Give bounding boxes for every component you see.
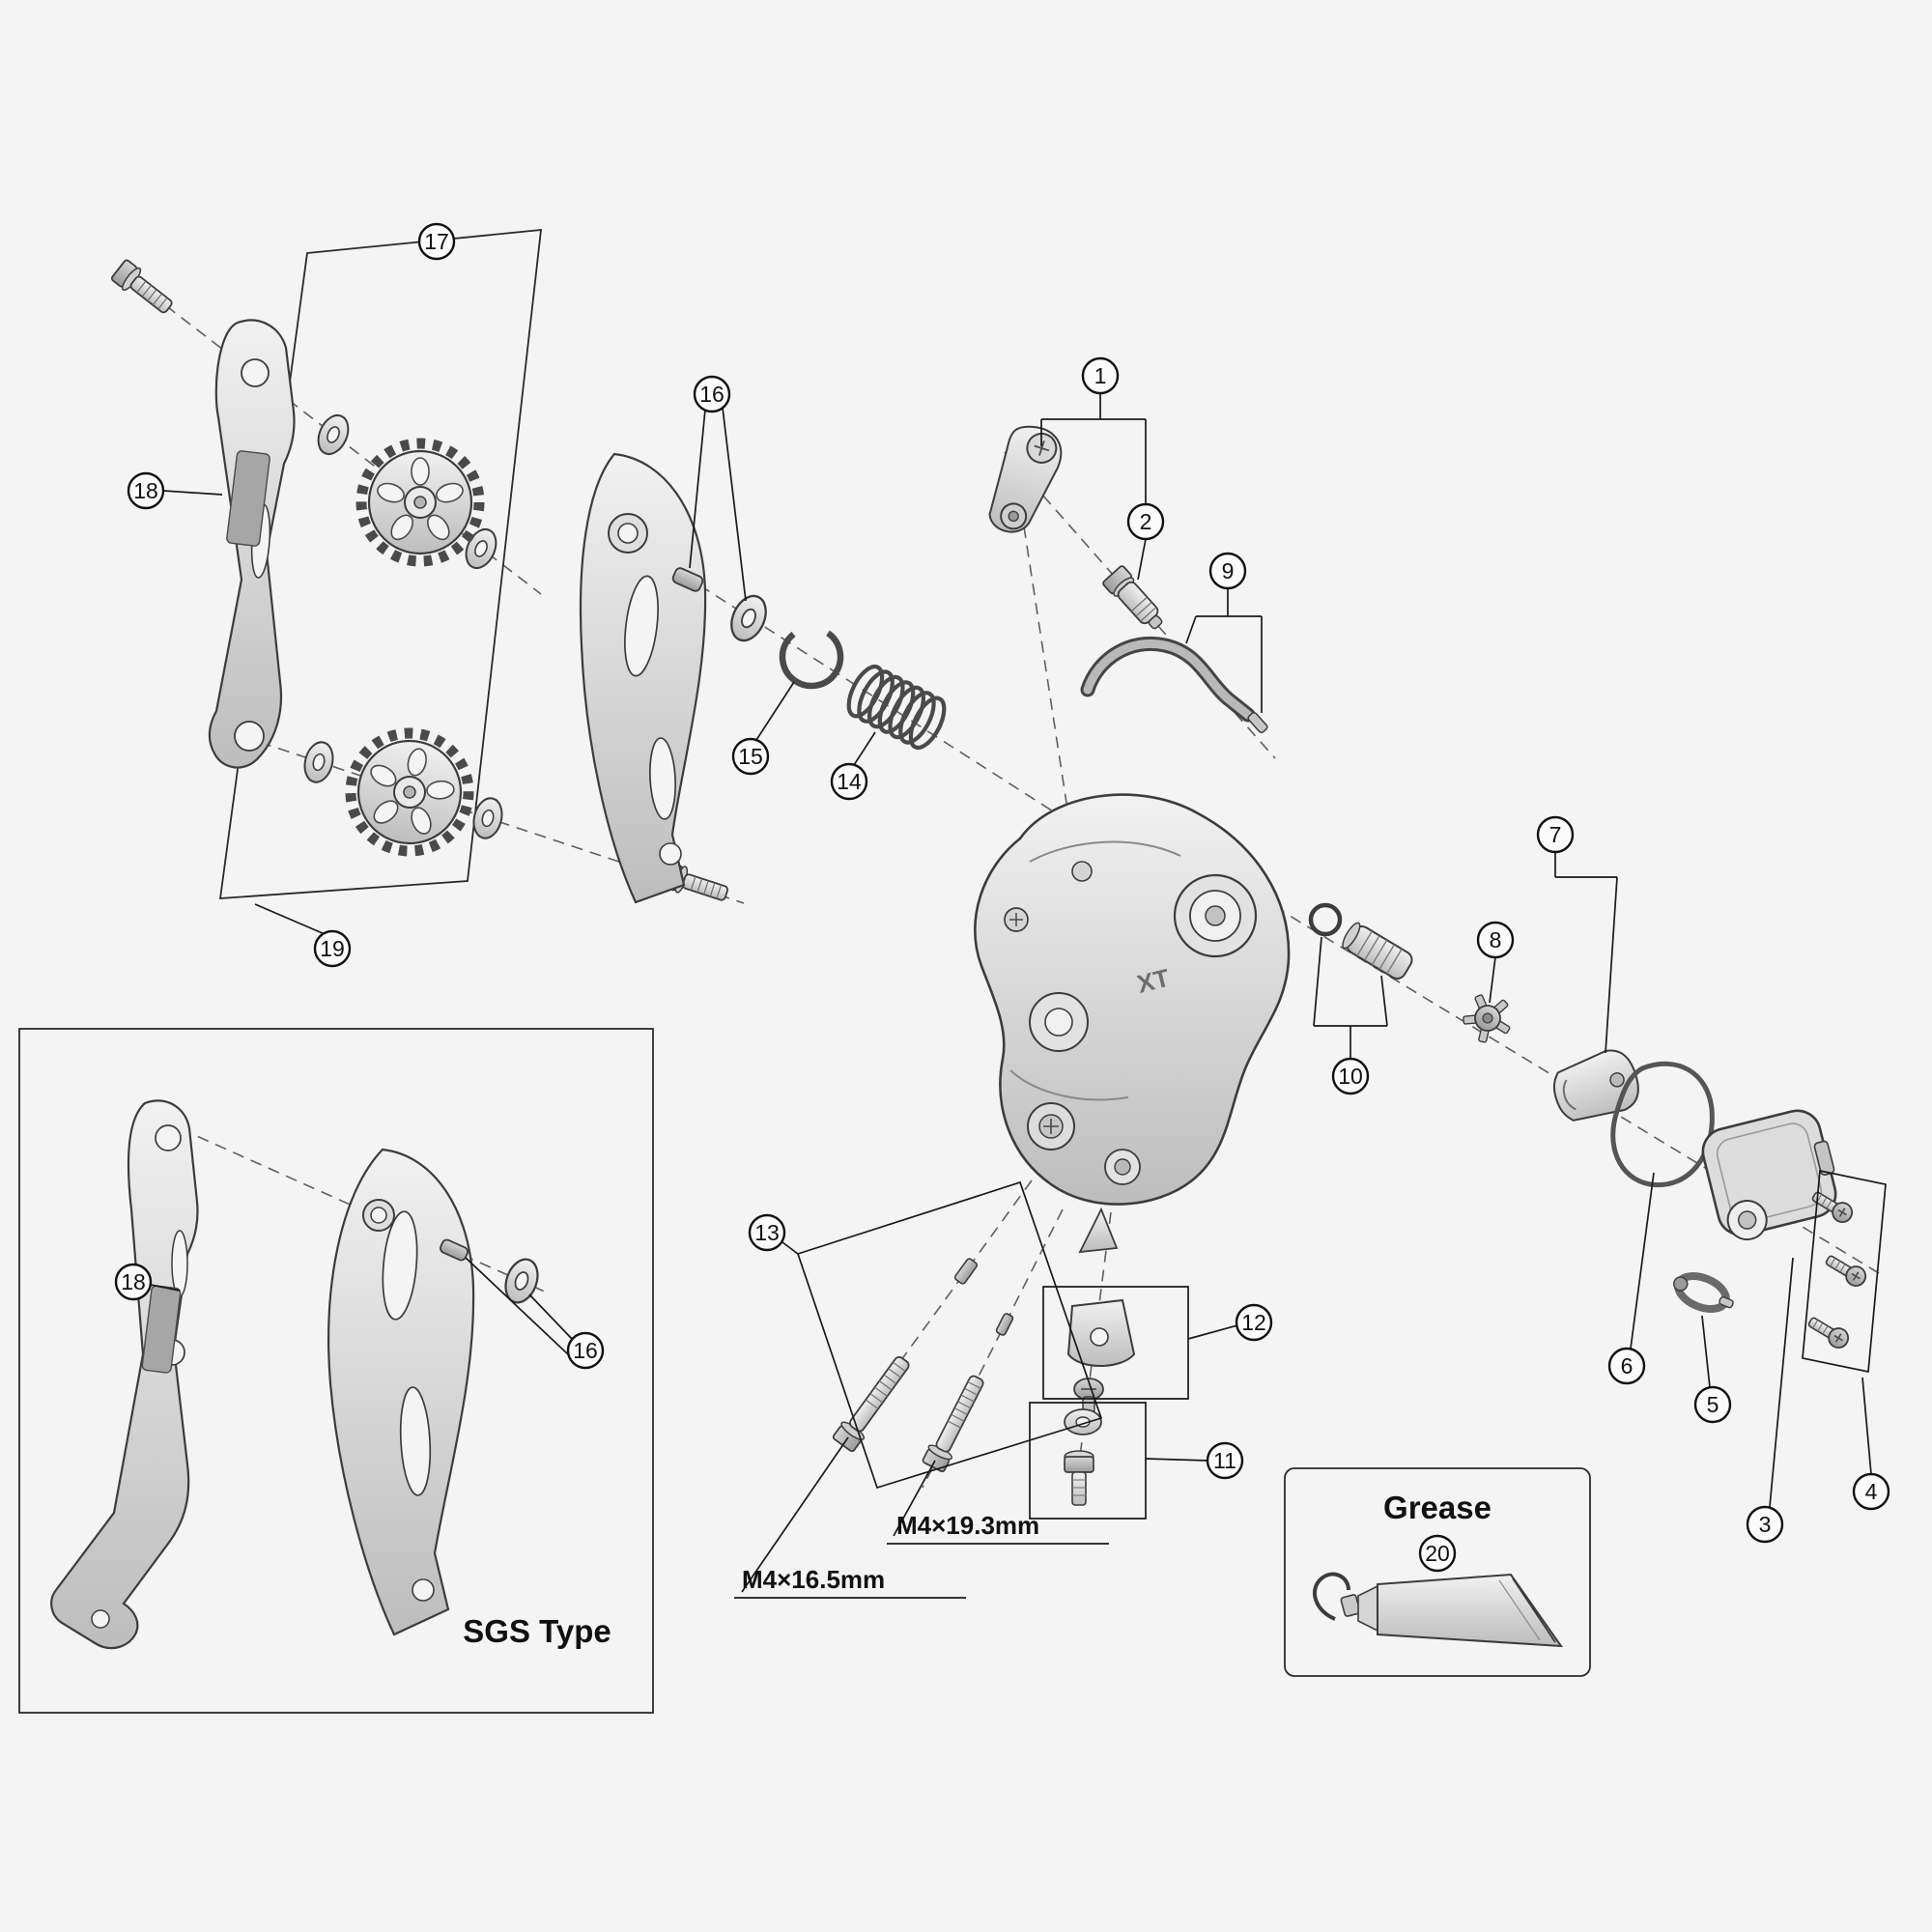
callout-13: 13 xyxy=(748,1213,786,1252)
svg-text:20: 20 xyxy=(1425,1541,1450,1566)
sgs-type-box xyxy=(18,1028,654,1714)
grease-box xyxy=(1284,1467,1591,1677)
cage-stopper-pin-sgs xyxy=(440,1238,469,1262)
grease-tube xyxy=(1313,1572,1564,1648)
pulley-washer xyxy=(311,410,355,460)
pulley-washer xyxy=(299,738,338,786)
bracket-axle-bolt xyxy=(1102,565,1163,630)
svg-text:15: 15 xyxy=(738,744,763,769)
callout-20: 20 xyxy=(1418,1534,1457,1573)
unit-cap xyxy=(1552,1049,1639,1122)
plate-highlight xyxy=(226,450,270,547)
callout-15: 15 xyxy=(731,737,770,776)
cable-clip xyxy=(1672,1272,1734,1313)
svg-text:13: 13 xyxy=(754,1220,780,1245)
snap-ring xyxy=(779,624,844,690)
callout-16-sgs: 16 xyxy=(566,1331,605,1370)
callout-16-top: 16 xyxy=(693,375,731,413)
svg-text:17: 17 xyxy=(424,229,449,254)
unit-gasket xyxy=(1610,1061,1715,1188)
callout-12: 12 xyxy=(1235,1303,1273,1342)
inner-cage-plate-gs xyxy=(208,319,296,769)
svg-text:19: 19 xyxy=(320,936,345,961)
svg-text:18: 18 xyxy=(133,478,158,503)
svg-text:4: 4 xyxy=(1865,1479,1878,1504)
adjust-bushing xyxy=(1342,922,1413,980)
guide-pulley xyxy=(361,443,479,561)
ratchet-pawl xyxy=(1463,994,1511,1043)
callout-4: 4 xyxy=(1852,1472,1890,1511)
svg-text:8: 8 xyxy=(1490,927,1502,952)
inner-cage-plate-sgs xyxy=(50,1099,199,1650)
callout-17: 17 xyxy=(417,222,456,261)
motor-unit xyxy=(1701,1109,1837,1241)
svg-text:11: 11 xyxy=(1213,1448,1236,1473)
o-ring xyxy=(1308,902,1343,937)
stopper-washer-bolt xyxy=(1064,1408,1102,1506)
callout-leaders xyxy=(150,393,1887,1599)
callout-14: 14 xyxy=(830,762,868,801)
pulley-bolt-upper xyxy=(109,257,179,321)
svg-text:9: 9 xyxy=(1222,558,1235,583)
mounting-bolts xyxy=(830,1258,1014,1474)
outer-cage-plate-gs xyxy=(579,452,707,904)
tension-spring xyxy=(846,664,947,751)
cage-stopper-pin xyxy=(671,567,704,592)
callout-7: 7 xyxy=(1536,815,1575,854)
callout-5: 5 xyxy=(1693,1385,1732,1424)
callout-6: 6 xyxy=(1607,1347,1646,1385)
callout-8: 8 xyxy=(1476,921,1515,959)
svg-text:7: 7 xyxy=(1549,822,1562,847)
svg-text:10: 10 xyxy=(1338,1064,1363,1089)
svg-text:16: 16 xyxy=(699,382,724,407)
plate-highlight xyxy=(141,1285,182,1374)
svg-text:3: 3 xyxy=(1759,1512,1772,1537)
cage-stopper-plate xyxy=(1066,1298,1136,1413)
callout-3: 3 xyxy=(1746,1505,1784,1544)
tension-pulley xyxy=(338,721,481,864)
svg-text:2: 2 xyxy=(1140,509,1152,534)
bolt-spec-long-label: M4×19.3mm xyxy=(896,1511,1039,1540)
grease-title: Grease xyxy=(1383,1490,1492,1525)
svg-text:1: 1 xyxy=(1094,363,1107,388)
bracket-link xyxy=(988,425,1063,533)
bolt-spec-short-label: M4×16.5mm xyxy=(742,1565,885,1594)
outer-cage-plate-sgs xyxy=(327,1148,475,1636)
svg-text:18: 18 xyxy=(121,1269,146,1294)
svg-text:12: 12 xyxy=(1241,1310,1266,1335)
callout-18-sgs: 18 xyxy=(114,1263,153,1301)
cage-washer xyxy=(724,589,774,647)
svg-text:16: 16 xyxy=(573,1338,598,1363)
derailleur-body: XT xyxy=(974,793,1291,1254)
sgs-type-label: SGS Type xyxy=(463,1613,611,1649)
svg-text:6: 6 xyxy=(1621,1353,1634,1378)
callout-11: 11 xyxy=(1206,1441,1244,1480)
callout-10: 10 xyxy=(1331,1057,1370,1095)
svg-text:14: 14 xyxy=(837,769,862,794)
callout-18-top: 18 xyxy=(127,471,165,510)
callout-1: 1 xyxy=(1081,356,1120,395)
cage-washer-sgs xyxy=(498,1253,545,1309)
svg-text:5: 5 xyxy=(1707,1392,1719,1417)
callout-9: 9 xyxy=(1208,552,1247,590)
stopper-lever xyxy=(1080,636,1268,734)
callout-2: 2 xyxy=(1126,502,1165,541)
callout-19: 19 xyxy=(313,929,352,968)
pulley-washer xyxy=(469,794,507,842)
